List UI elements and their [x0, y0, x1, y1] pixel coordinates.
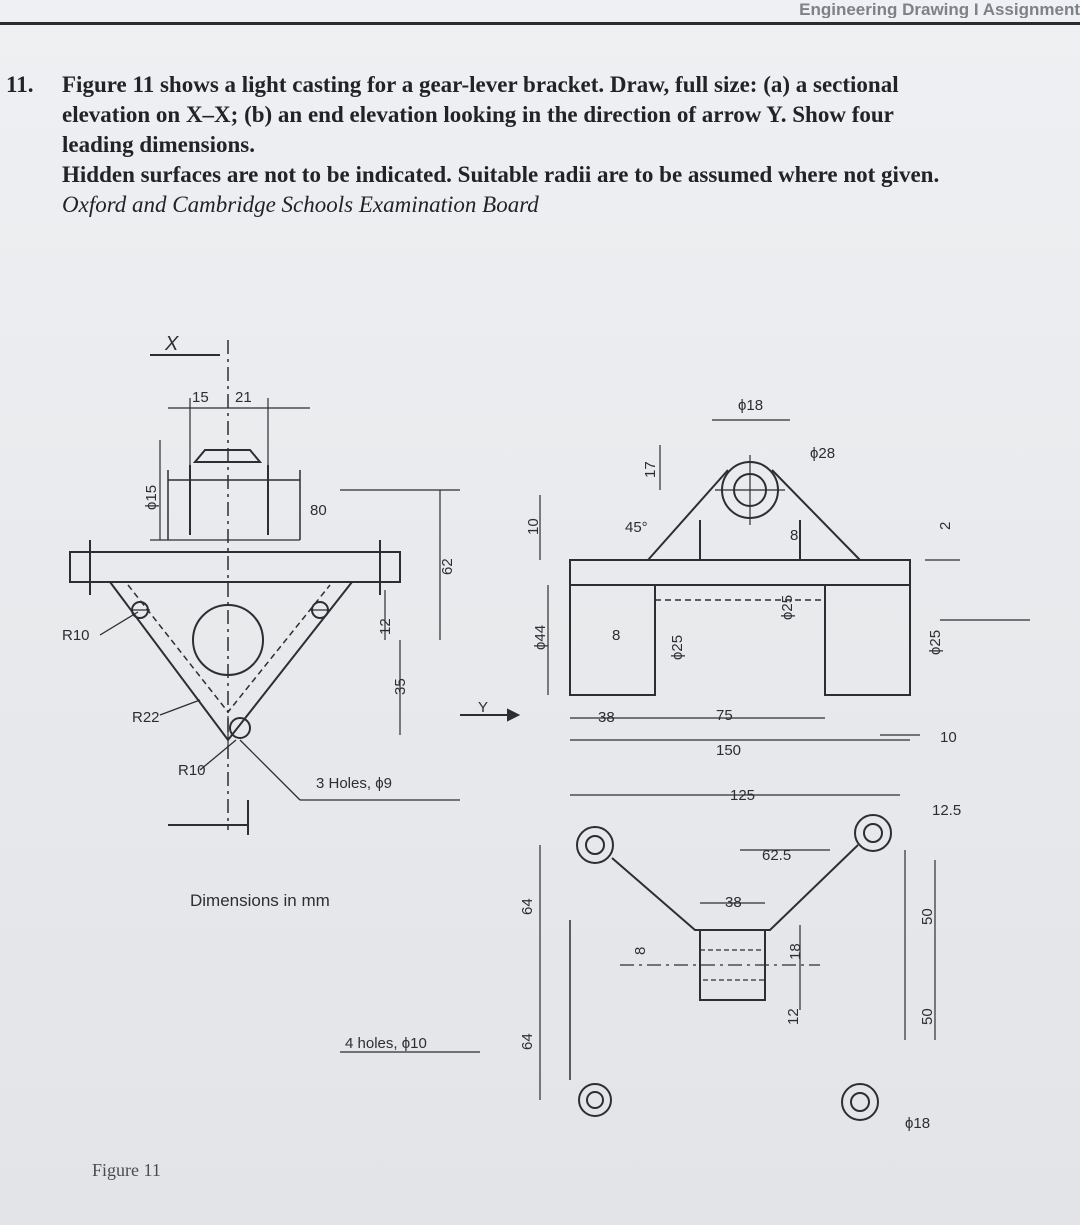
label-8-left: 8 — [612, 627, 620, 644]
label-35: 35 — [392, 678, 409, 695]
label-phi15: ϕ15 — [143, 485, 160, 510]
label-phi25-mid: ϕ25 — [669, 635, 686, 660]
label-8-plan: 8 — [632, 947, 649, 955]
label-r10-bottom: R10 — [178, 762, 206, 779]
plan-view — [340, 794, 936, 1121]
label-10-side: 10 — [940, 729, 957, 746]
label-2: 2 — [937, 522, 954, 530]
exam-board-source: Oxford and Cambridge Schools Examination… — [62, 192, 539, 217]
problem-line-1: Figure 11 shows a light casting for a ge… — [62, 72, 899, 97]
problem-line-3: leading dimensions. — [62, 132, 255, 157]
label-125: 125 — [730, 787, 755, 804]
end-elevation — [539, 419, 1030, 741]
label-17: 17 — [642, 461, 659, 478]
label-38-plan: 38 — [725, 894, 742, 911]
label-64-lower: 64 — [519, 1033, 536, 1050]
label-phi25-right: ϕ25 — [927, 630, 944, 655]
label-50-lower: 50 — [919, 1008, 936, 1025]
label-12-5: 12.5 — [932, 802, 961, 819]
label-phi18-top: ϕ18 — [738, 397, 763, 414]
label-y-arrow: Y — [478, 699, 488, 716]
label-x-section: X — [164, 333, 179, 355]
front-elevation — [69, 340, 521, 835]
label-62-5: 62.5 — [762, 847, 791, 864]
label-80: 80 — [310, 502, 327, 519]
page-header: Engineering Drawing I Assignment — [799, 0, 1080, 18]
label-12-plan: 12 — [785, 1008, 802, 1025]
figure-caption: Figure 11 — [92, 1160, 161, 1180]
label-phi44: ϕ44 — [532, 625, 549, 650]
label-62: 62 — [439, 558, 456, 575]
problem-number: 11. — [6, 72, 34, 97]
problem-statement: 11. Figure 11 shows a light casting for … — [6, 70, 1076, 220]
label-8-right: 8 — [790, 527, 798, 544]
label-150: 150 — [716, 742, 741, 759]
label-64-upper: 64 — [519, 898, 536, 915]
label-38-side: 38 — [598, 709, 615, 726]
label-phi28: ϕ28 — [810, 445, 835, 462]
problem-line-2: elevation on X–X; (b) an end elevation l… — [62, 102, 894, 127]
label-4-holes: 4 holes, ϕ10 — [345, 1035, 427, 1052]
problem-line-4: Hidden surfaces are not to be indicated.… — [62, 162, 940, 187]
label-50-upper: 50 — [919, 908, 936, 925]
label-phi25-web: ϕ25 — [779, 595, 796, 620]
label-phi18-bottom: ϕ18 — [905, 1115, 930, 1132]
label-18: 18 — [787, 943, 804, 960]
label-45deg: 45° — [625, 519, 648, 536]
label-21: 21 — [235, 389, 252, 406]
label-15: 15 — [192, 389, 209, 406]
label-r22: R22 — [132, 709, 160, 726]
label-3-holes: 3 Holes, ϕ9 — [316, 775, 392, 792]
units-note: Dimensions in mm — [190, 891, 330, 910]
header-rule — [0, 22, 1080, 25]
label-10-top: 10 — [525, 518, 542, 535]
label-12: 12 — [377, 618, 394, 635]
label-75: 75 — [716, 707, 733, 724]
label-r10-top: R10 — [62, 627, 90, 644]
